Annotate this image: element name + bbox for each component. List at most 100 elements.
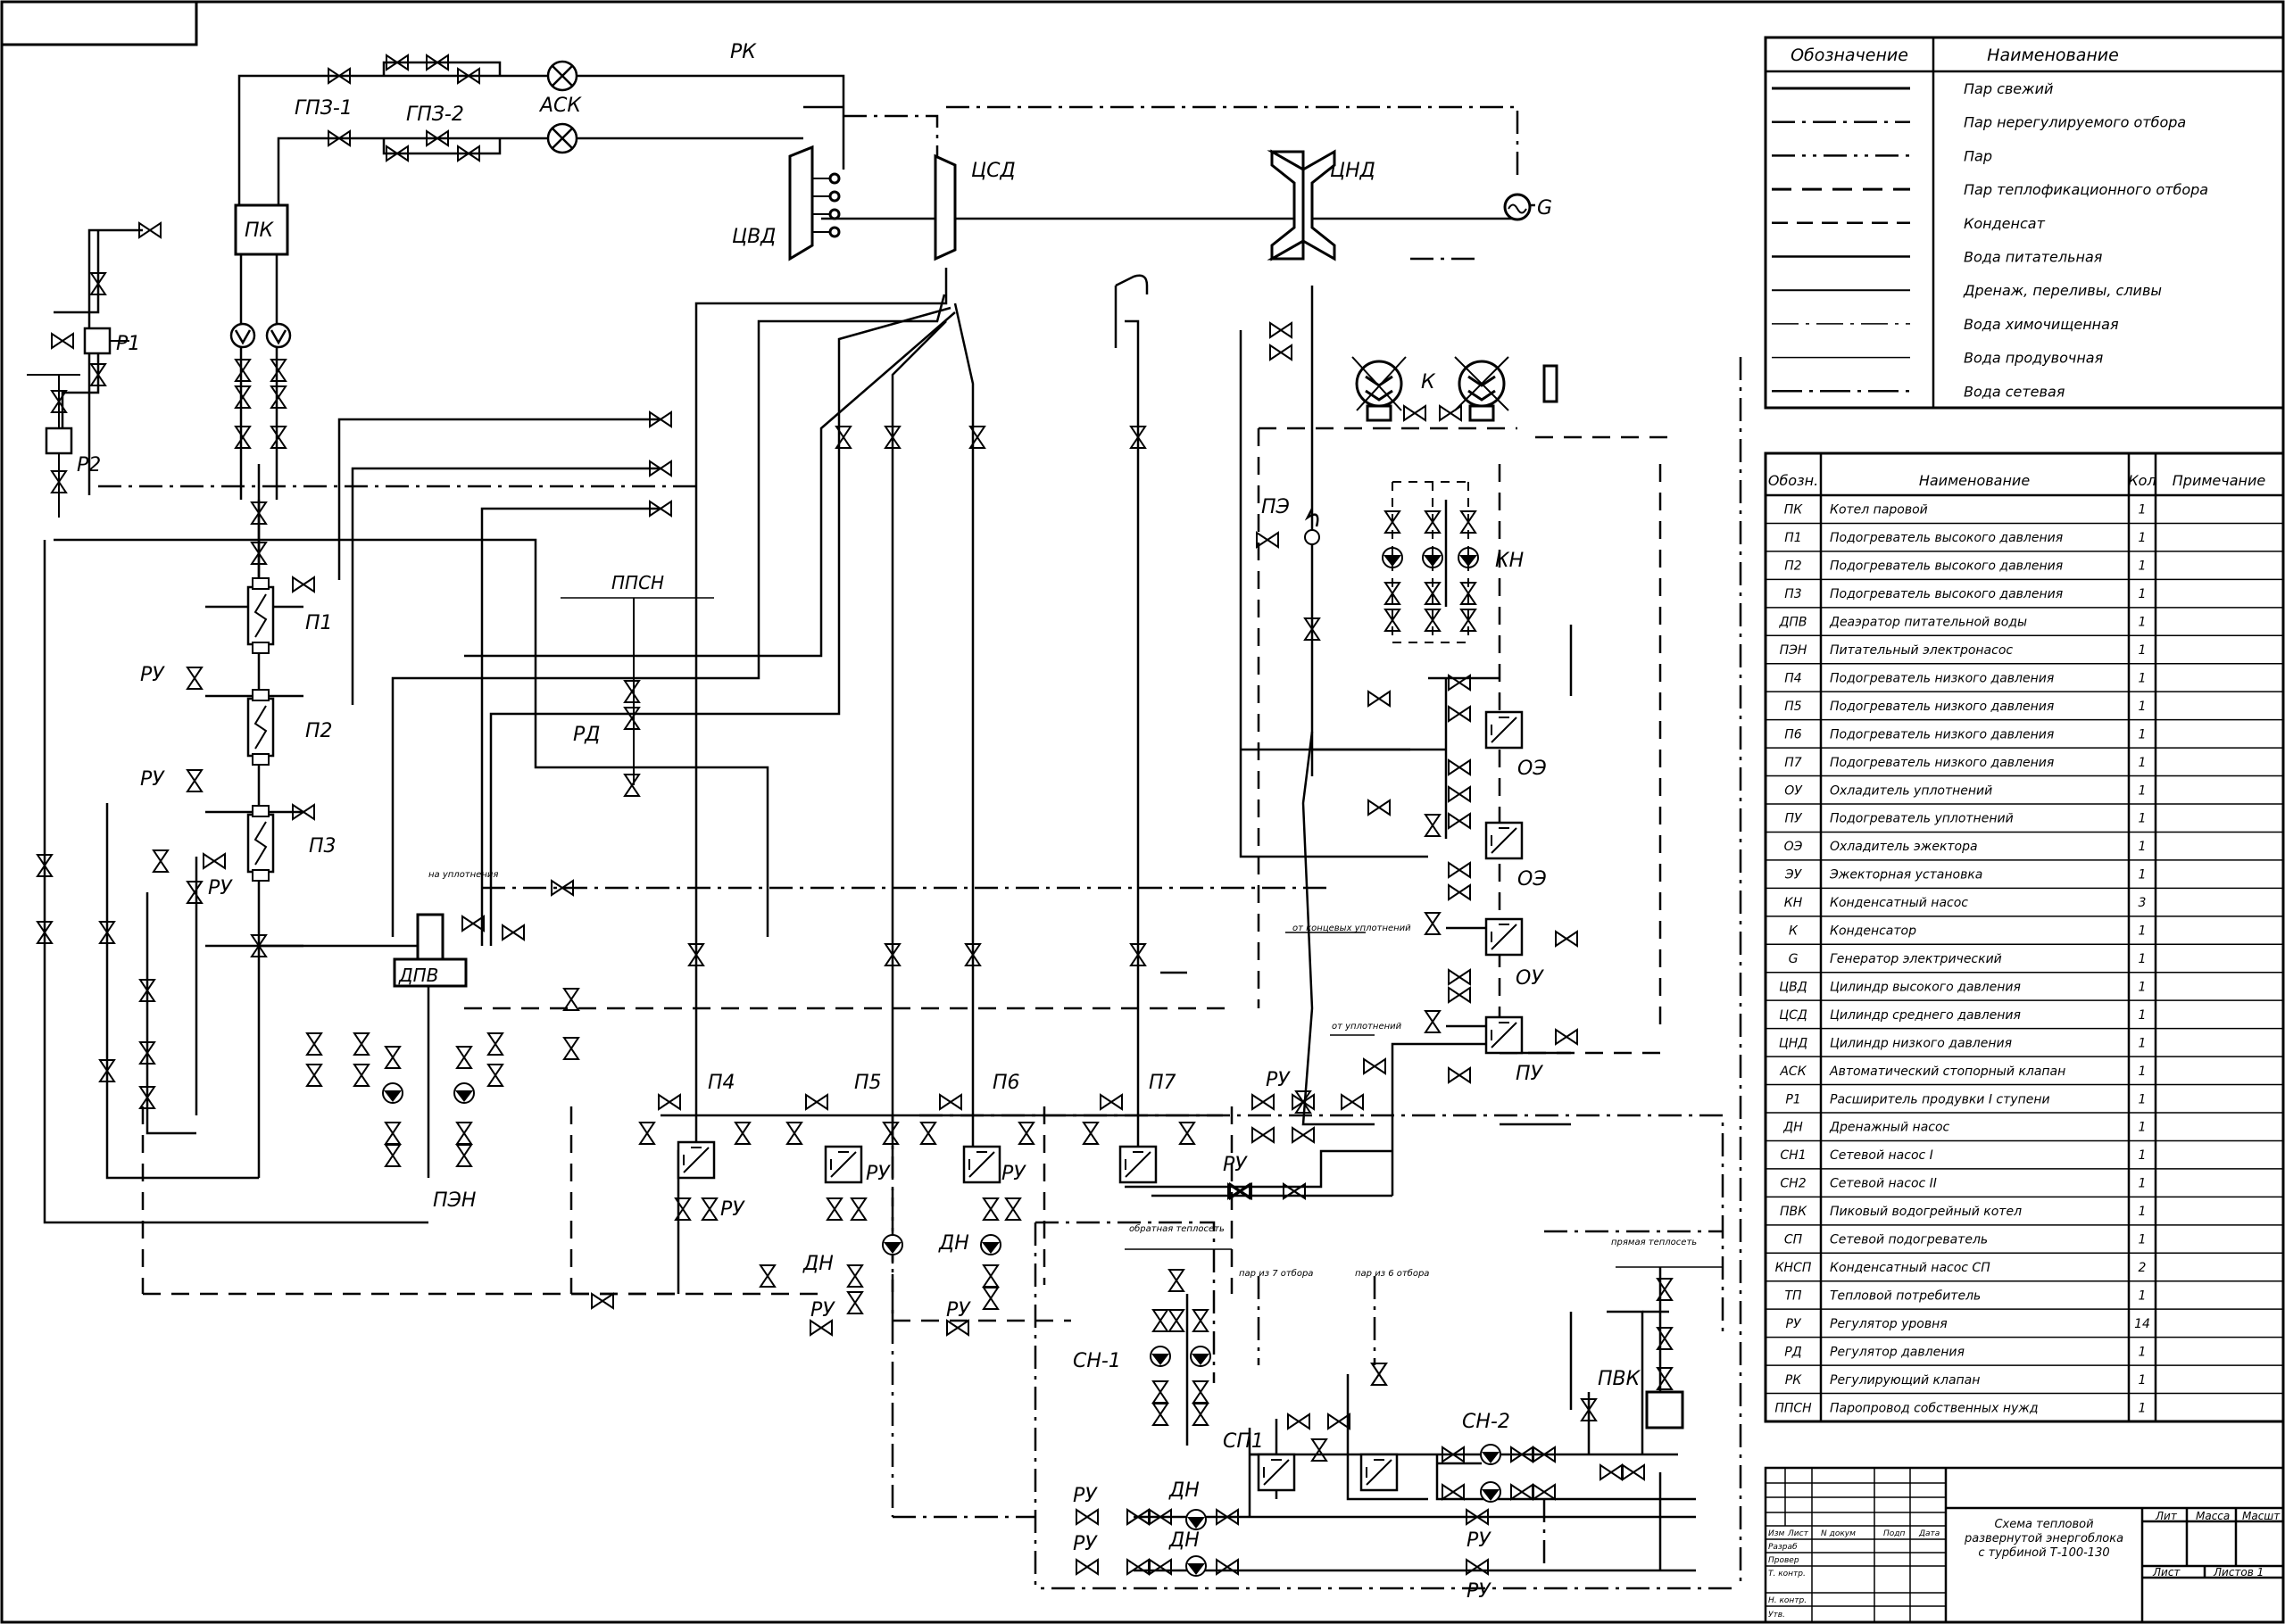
- label-ru-7: РУ: [866, 1163, 891, 1185]
- spec-cell-qty: 1: [2139, 1065, 2147, 1079]
- spec-cell-code: СН1: [1780, 1148, 1806, 1163]
- spec-cell-name: Эжекторная установка: [1829, 868, 1982, 882]
- spec-cell-name: Подогреватель низкого давления: [1830, 727, 2054, 742]
- legend-item-label: Пар: [1964, 147, 1992, 164]
- label-tsvd: ЦВД: [732, 226, 776, 248]
- label-rd: РД: [573, 724, 600, 746]
- spec-cell-qty: 1: [2139, 616, 2147, 630]
- spec-cell-code: ТП: [1784, 1288, 1802, 1303]
- legend-header-symbol: Обозначение: [1791, 46, 1908, 65]
- legend-item-label: Конденсат: [1964, 215, 2046, 232]
- spec-cell-name: Сетевой подогреватель: [1830, 1233, 1988, 1247]
- legend-item-label: Вода химочищенная: [1964, 316, 2119, 333]
- stamp-title-1: Схема тепловой: [1994, 1518, 2093, 1531]
- legend-item-label: Вода питательная: [1964, 249, 2103, 266]
- spec-cell-code: СП: [1784, 1233, 1803, 1247]
- label-pk: ПК: [245, 220, 275, 242]
- spec-cell-code: Р1: [1785, 1092, 1800, 1106]
- spec-cell-name: Цилиндр среднего давления: [1830, 1008, 2021, 1023]
- spec-cell-qty: 14: [2134, 1317, 2150, 1331]
- label-rk: РК: [730, 41, 757, 63]
- spec-cell-qty: 1: [2139, 531, 2147, 545]
- spec-cell-name: Дренажный насос: [1829, 1121, 1950, 1135]
- spec-cell-name: Сетевой насос I: [1830, 1148, 1933, 1163]
- spec-cell-code: G: [1789, 952, 1799, 966]
- label-kn: КН: [1495, 550, 1524, 572]
- spec-cell-code: ПВК: [1780, 1205, 1807, 1219]
- spec-cell-qty: 1: [2139, 1205, 2147, 1219]
- label-par-6: пар из 6 отбора: [1355, 1268, 1429, 1279]
- spec-cell-qty: 1: [2139, 671, 2147, 685]
- spec-cell-code: П2: [1784, 559, 1802, 574]
- label-ru-6: РУ: [720, 1198, 745, 1221]
- spec-cell-name: Охладитель эжектора: [1830, 840, 1978, 854]
- spec-cell-code: П3: [1784, 587, 1801, 601]
- spec-cell-name: Автоматический стопорный клапан: [1829, 1065, 2065, 1079]
- spec-header-name: Наименование: [1919, 472, 2030, 489]
- stamp-title-3: с турбиной Т-100-130: [1978, 1546, 2109, 1560]
- stamp-list: Лист: [2152, 1566, 2181, 1578]
- kn-pumps: [1382, 547, 1479, 568]
- spec-cell-qty: 1: [2139, 700, 2147, 714]
- label-p5: П5: [854, 1072, 882, 1094]
- spec-cell-name: Конденсатор: [1830, 924, 1916, 939]
- corner-box: [0, 0, 198, 46]
- stamp-title-2: развернутой энергоблока: [1964, 1532, 2123, 1545]
- network-heaters: [1257, 1453, 1399, 1492]
- pvk-boiler: [1645, 1390, 1684, 1429]
- spec-cell-name: Регулятор уровня: [1830, 1317, 1948, 1331]
- spec-cell-qty: 1: [2139, 1121, 2147, 1135]
- spec-cell-qty: 1: [2139, 952, 2147, 966]
- spec-cell-name: Сетевой насос II: [1830, 1177, 1937, 1191]
- spec-cell-qty: 1: [2139, 587, 2147, 601]
- label-dn-2: ДН: [938, 1232, 969, 1255]
- spec-cell-qty: 1: [2139, 1345, 2147, 1359]
- spec-cell-name: Подогреватель низкого давления: [1830, 671, 2054, 685]
- legend-item-label: Дренаж, переливы, сливы: [1963, 282, 2162, 299]
- label-pe: ПЭ: [1261, 496, 1290, 518]
- spec-header-code: Обозн.: [1768, 472, 1818, 489]
- spec-cell-code: ПК: [1784, 503, 1804, 518]
- label-sp1: СП1: [1223, 1430, 1264, 1453]
- label-ru-8: РУ: [1001, 1163, 1026, 1185]
- spec-cell-qty: 1: [2139, 1092, 2147, 1106]
- spec-cell-name: Расширитель продувки I ступени: [1830, 1092, 2050, 1106]
- spec-cell-qty: 3: [2139, 896, 2147, 910]
- stamp-data: Дата: [1918, 1529, 1940, 1538]
- tssd-cylinder: [934, 153, 957, 261]
- stamp-massa: Масса: [2196, 1510, 2230, 1522]
- spec-cell-qty: 2: [2139, 1261, 2147, 1275]
- spec-cell-code: ЦНД: [1779, 1036, 1807, 1050]
- label-p2: Р2: [77, 454, 101, 476]
- turbine: [788, 145, 1336, 261]
- label-ru-12: РУ: [1073, 1533, 1098, 1555]
- spec-cell-code: ПЭН: [1780, 643, 1807, 658]
- label-gpz2: ГПЗ-2: [406, 104, 464, 126]
- generator: [1503, 193, 1532, 221]
- spec-cell-qty: 1: [2139, 812, 2147, 826]
- spec-cell-code: РК: [1785, 1373, 1802, 1388]
- label-ru-4: РУ: [1266, 1069, 1291, 1091]
- title-block: [1764, 1466, 2285, 1624]
- label-ru-13: РУ: [1467, 1529, 1491, 1552]
- spec-header-qty: Кол: [2128, 472, 2156, 489]
- ask-valves: [546, 60, 578, 154]
- spec-cell-name: Пиковый водогрейный котел: [1830, 1205, 2022, 1219]
- spec-cell-name: Паропровод собственных нужд: [1830, 1401, 2039, 1415]
- spec-cell-code: ДН: [1782, 1121, 1803, 1135]
- label-pvk: ПВК: [1598, 1368, 1641, 1390]
- stamp-razrab: Разраб: [1768, 1543, 1798, 1552]
- spec-cell-qty: 1: [2139, 1233, 2147, 1247]
- label-ru-1: РУ: [140, 664, 165, 686]
- label-pp1: П1: [305, 612, 333, 634]
- spec-cell-code: К: [1789, 924, 1799, 939]
- spec-cell-code: ДПВ: [1778, 616, 1807, 630]
- spec-cell-code: АСК: [1779, 1065, 1807, 1079]
- spec-cell-qty: 1: [2139, 1008, 2147, 1023]
- spec-cell-code: СН2: [1780, 1177, 1806, 1191]
- spec-cell-qty: 1: [2139, 727, 2147, 742]
- tsvd-cylinder: [788, 145, 814, 261]
